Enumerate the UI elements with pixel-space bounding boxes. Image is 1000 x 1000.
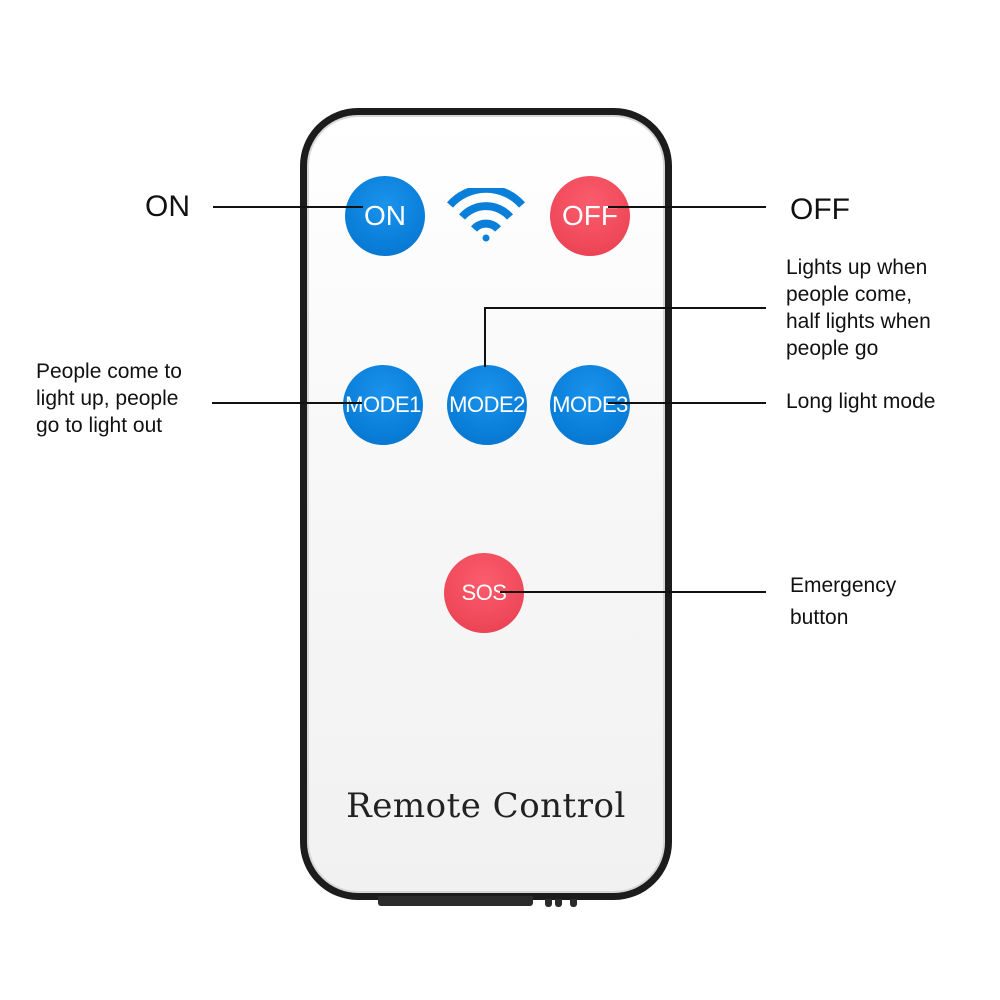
sos-callout-line — [500, 591, 766, 593]
mode2-annotation-line-1: Lights up when — [786, 256, 928, 279]
mode1-annotation: People come to light up, people go to li… — [36, 358, 182, 439]
sos-button-label: SOS — [461, 580, 507, 605]
off-annotation: OFF — [790, 193, 850, 226]
mode2-button[interactable]: MODE2 — [447, 365, 527, 445]
bottom-nub-right — [570, 899, 577, 907]
mode1-button-label: MODE1 — [345, 392, 421, 417]
mode2-annotation-line-2: people come, — [786, 283, 913, 306]
mode3-button-label: MODE3 — [552, 392, 628, 417]
sos-annotation-line-2: button — [790, 606, 849, 629]
mode2-button-label: MODE2 — [449, 392, 525, 417]
mode1-annotation-line-2: light up, people — [36, 387, 179, 410]
mode2-callout-horizontal — [484, 307, 766, 309]
mode3-annotation: Long light mode — [786, 390, 936, 413]
mode1-annotation-line-3: go to light out — [36, 414, 163, 437]
mode3-button[interactable]: MODE3 — [550, 365, 630, 445]
on-callout-line — [213, 206, 363, 208]
mode1-button[interactable]: MODE1 — [343, 365, 423, 445]
battery-slot — [378, 896, 533, 906]
mode2-callout-vertical — [484, 307, 486, 367]
mode2-annotation: Lights up when people come, half lights … — [786, 254, 931, 362]
off-callout-line — [608, 206, 766, 208]
mode1-annotation-line-1: People come to — [36, 360, 182, 383]
sos-annotation: Emergency button — [790, 570, 896, 634]
mode3-callout-line — [608, 402, 766, 404]
wifi-signal-icon — [447, 188, 525, 242]
off-button-label: OFF — [562, 200, 618, 231]
mode2-annotation-line-4: people go — [786, 337, 879, 360]
bottom-nub-left — [545, 899, 552, 907]
mode1-callout-line — [212, 402, 362, 404]
on-button-label: ON — [364, 200, 406, 231]
bottom-nub-middle — [555, 899, 562, 907]
on-annotation: ON — [145, 190, 190, 223]
sos-button[interactable]: SOS — [444, 553, 524, 633]
sos-annotation-line-1: Emergency — [790, 574, 897, 597]
remote-control-brand-label: Remote Control — [346, 786, 626, 826]
off-button[interactable]: OFF — [550, 176, 630, 256]
mode2-annotation-line-3: half lights when — [786, 310, 931, 333]
on-button[interactable]: ON — [345, 176, 425, 256]
